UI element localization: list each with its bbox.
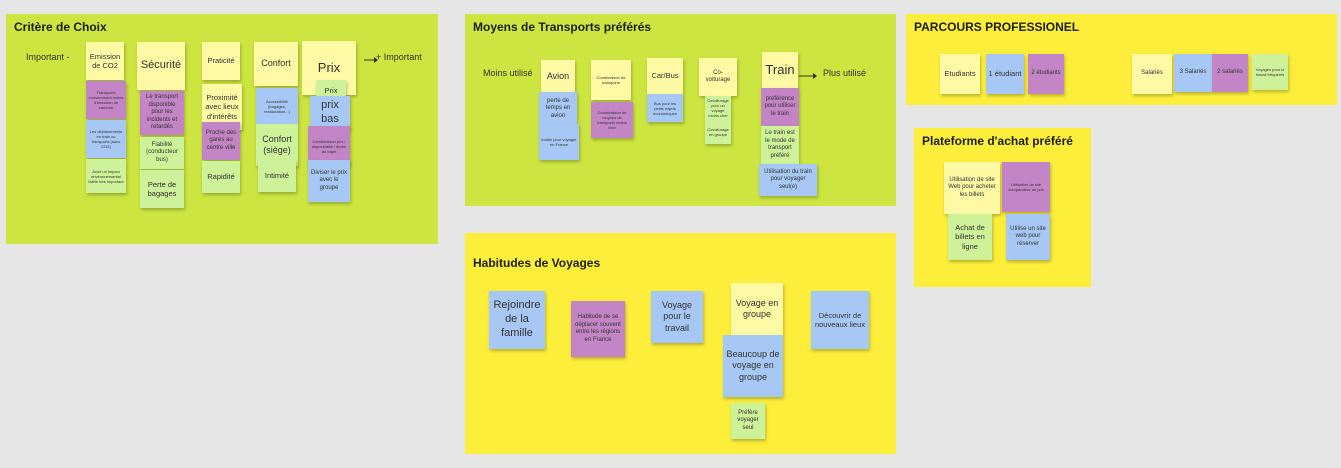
note-header-praticite[interactable]: Praticité [202,42,240,80]
note-site-web-reserver[interactable]: Utilise un site web pour réserver [1006,214,1050,260]
note-2-etudiants[interactable]: 2 étudiants [1028,54,1064,94]
note-voyages-travail[interactable]: Voyages pour le travail fréquents [1252,54,1288,90]
frame-plateforme[interactable]: Plateforme d'achat préféré Utilisation d… [914,128,1091,287]
frame-parcours[interactable]: PARCOURS PROFESSIONEL Etudiants 1 étudia… [906,14,1337,105]
note-salaries[interactable]: Salariés [1132,54,1172,94]
note-securite-3[interactable]: Perte de bagages [140,170,184,208]
note-habitude-decouvrir[interactable]: Découvrir de nouveaux lieux [811,291,869,349]
note-header-avion[interactable]: Avion [541,60,575,94]
note-habitude-seul[interactable]: Préfère voyager seul [731,403,765,439]
frame-title: Moyens de Transports préférés [473,20,652,34]
note-2-salaries[interactable]: 2 salariés [1212,54,1248,92]
note-combinaison-1[interactable]: Combinaison de moyens de transports moin… [591,102,633,138]
note-header-combinaison[interactable]: Combinaison de transports [591,60,631,100]
note-site-web-billets[interactable]: Utilisation de site Web pour acheter les… [944,162,1000,214]
frame-criteres[interactable]: Critère de Choix Important - + Important… [6,14,438,244]
note-header-confort[interactable]: Confort [254,42,298,86]
note-train-1[interactable]: préférence pour utiliser le train [761,88,799,126]
note-header-train[interactable]: Train [762,52,798,88]
note-header-covoiturage[interactable]: Co-voiturage [699,58,737,96]
scale-left-label: Important - [26,52,70,62]
note-etudiants[interactable]: Etudiants [940,54,980,94]
note-3-salaries[interactable]: 3 Salariés [1174,54,1212,92]
note-co2-2[interactable]: Les déplacements en train ou transports … [86,120,126,158]
note-site-comparateur[interactable]: Utilisation de site comparateur de prix [1002,162,1050,212]
note-prix-2[interactable]: prix bas [310,96,350,130]
scale-right-label: Plus utilisé [823,68,867,78]
scale-left-label: Moins utilisé [483,68,533,78]
note-confort-3[interactable]: Intimité [258,160,296,192]
note-habitude-groupe[interactable]: Voyage en groupe [731,283,783,335]
note-carbus-1[interactable]: Bus pour les petits trajets économiques [647,94,683,122]
note-securite-2[interactable]: Fiabilité (conducteur bus) [140,137,184,169]
frame-habitudes[interactable]: Habitudes de Voyages Rejoindre de la fam… [465,233,896,454]
scale-right-label: + Important [376,52,422,62]
note-header-securite[interactable]: Sécurité [137,42,185,90]
note-confort-2[interactable]: Confort (siège) [256,124,298,166]
note-praticite-2[interactable]: Proche des gares au centre ville [202,122,240,160]
note-prix-4[interactable]: Diviser le prix avec le groupe [308,160,350,202]
note-covoiturage-1[interactable]: Covoiturage pour un voyage moins cher [705,96,731,120]
note-habitude-beaucoup-groupe[interactable]: Beaucoup de voyage en groupe [723,335,783,397]
note-train-3[interactable]: Utilisation du train pour voyager seul(e… [759,164,817,196]
scale-arrow [799,73,817,79]
note-co2-1[interactable]: Transports consommant moins d'émission d… [86,81,126,119]
frame-title: PARCOURS PROFESSIONEL [914,20,1080,34]
note-header-carbus[interactable]: Car/Bus [647,58,683,94]
note-achat-en-ligne[interactable]: Achat de billets en ligne [948,214,992,260]
frame-title: Critère de Choix [14,20,107,34]
note-habitude-travail[interactable]: Voyage pour le travail [651,291,703,343]
frame-title: Habitudes de Voyages [473,256,601,270]
note-confort-1[interactable]: Accessibilité (bagages, restauration...) [256,88,298,124]
frame-title: Plateforme d'achat préféré [922,134,1073,148]
note-avion-1[interactable]: perte de temps en avion [539,92,577,126]
scale-arrow [364,57,378,63]
note-prix-3[interactable]: Combinaison prix / disponibilité / durée… [308,126,350,166]
frame-transports[interactable]: Moyens de Transports préférés Moins util… [465,14,896,206]
note-praticite-3[interactable]: Rapidité [202,161,240,193]
note-1-etudiant[interactable]: 1 étudiant [986,54,1024,94]
note-header-co2[interactable]: Emission de CO2 [86,42,124,80]
note-securite-1[interactable]: Le transport disponible pour les inciden… [140,91,184,135]
note-habitude-regions[interactable]: Habitude de se déplacer souvent entre le… [571,301,625,357]
note-habitude-famille[interactable]: Rejoindre de la famille [489,291,545,349]
note-covoiturage-2[interactable]: Covoiturage en groupe [705,120,731,144]
note-co2-3[interactable]: Avoir un impact environnemental faible t… [86,159,126,193]
note-avion-2[interactable]: Inutile pour voyager en France [539,124,579,160]
note-train-2[interactable]: Le train est le mode de transport préfér… [761,126,799,164]
